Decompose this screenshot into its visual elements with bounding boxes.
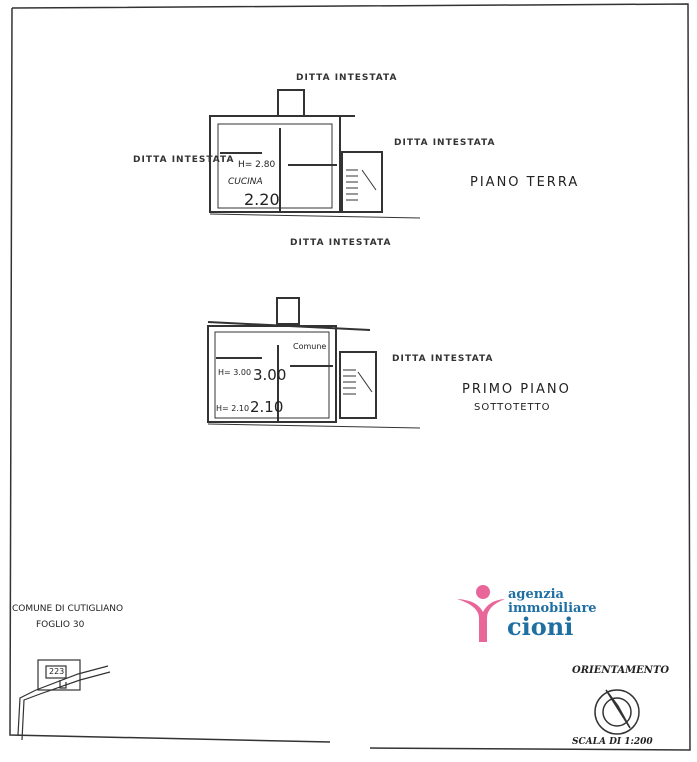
- neighbor-label-right: DITTA INTESTATA: [394, 138, 496, 148]
- first-floor-title: PRIMO PIANO: [462, 382, 571, 397]
- height-label-2: H= 2.10: [216, 404, 250, 413]
- neighbor-label-left: DITTA INTESTATA: [133, 155, 235, 165]
- sheet-label: FOGLIO 30: [36, 620, 85, 630]
- logo-line-agenzia: agenzia: [508, 587, 564, 602]
- municipality-label: COMUNE DI CUTIGLIANO: [12, 604, 124, 614]
- first-floor-subtitle: SOTTOTETTO: [474, 402, 551, 413]
- first-floor-plan: [207, 297, 421, 429]
- room-height-value: 2.20: [244, 190, 280, 209]
- scale-label: SCALA DI 1:200: [572, 737, 653, 747]
- height-value-2: 2.10: [250, 398, 284, 416]
- location-map: [17, 659, 111, 741]
- common-area-label: Comune: [293, 342, 327, 351]
- room-height-label: H= 2.80: [238, 160, 276, 170]
- neighbor-label-top: DITTA INTESTATA: [296, 73, 398, 83]
- parcel-number: 223: [49, 667, 65, 676]
- orientation-label: ORIENTAMENTO: [572, 665, 670, 676]
- ground-floor-plan: [209, 89, 421, 219]
- neighbor-label-bottom: DITTA INTESTATA: [290, 238, 392, 248]
- room-name-kitchen: CUCINA: [228, 177, 263, 187]
- height-label-1: H= 3.00: [218, 368, 252, 377]
- height-value-1: 3.00: [253, 366, 287, 384]
- neighbor-label-right-first: DITTA INTESTATA: [392, 354, 494, 364]
- north-arrow-icon: [594, 689, 640, 735]
- logo-i-mark-icon: [457, 585, 505, 642]
- agency-logo: agenzia immobiliare cioni: [457, 584, 597, 644]
- logo-line-cioni: cioni: [507, 612, 574, 641]
- logo-line-immobiliare: immobiliare: [508, 601, 597, 616]
- ground-floor-title: PIANO TERRA: [470, 175, 580, 190]
